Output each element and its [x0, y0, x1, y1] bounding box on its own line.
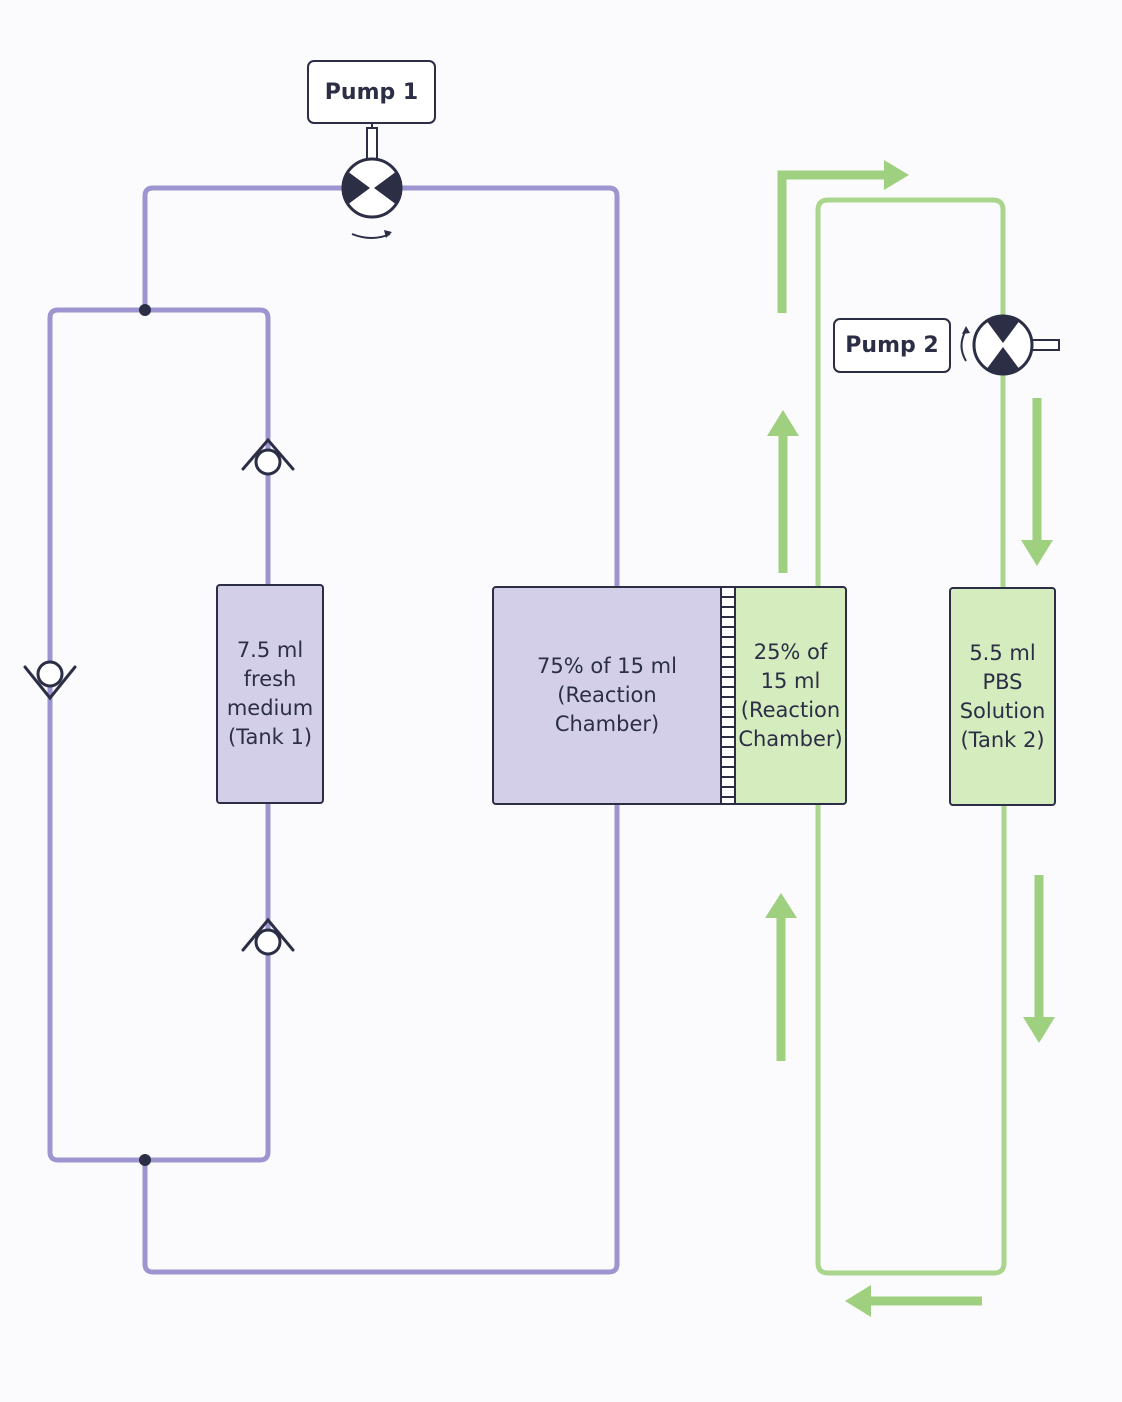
flow-arrow-icon	[1021, 398, 1053, 566]
flow-arrow-icon	[767, 410, 799, 573]
pump-icon	[341, 124, 403, 239]
tank-2: 5.5 ml PBS Solution (Tank 2)	[949, 587, 1056, 806]
check-valve-icon	[23, 660, 77, 701]
reaction-chamber-green: 25% of 15 ml (Reaction Chamber)	[734, 586, 847, 805]
flow-arrow-icon	[765, 893, 797, 1061]
pump-2-label: Pump 2	[833, 318, 951, 373]
pump-icon	[960, 314, 1060, 376]
junction-top	[139, 304, 151, 316]
pump-1-label: Pump 1	[307, 60, 436, 124]
tank-1: 7.5 ml fresh medium (Tank 1)	[216, 584, 324, 804]
check-valve-icon	[241, 917, 295, 956]
flow-arrow-icon	[845, 1285, 982, 1317]
green-upper-loop	[815, 197, 1006, 589]
purple-circuit	[47, 185, 620, 1275]
flow-arrow-icon	[1023, 875, 1055, 1043]
green-lower-loop	[815, 802, 1007, 1276]
junction-bottom	[139, 1154, 151, 1166]
green-circuit	[815, 197, 1007, 1276]
reaction-chamber-purple: 75% of 15 ml (Reaction Chamber)	[492, 586, 722, 805]
flow-arrow-icon	[777, 160, 909, 313]
purple-main-loop	[142, 185, 620, 588]
purple-bypass-loop	[47, 307, 271, 1163]
purple-return-loop	[142, 802, 620, 1275]
check-valve-icon	[241, 437, 295, 476]
